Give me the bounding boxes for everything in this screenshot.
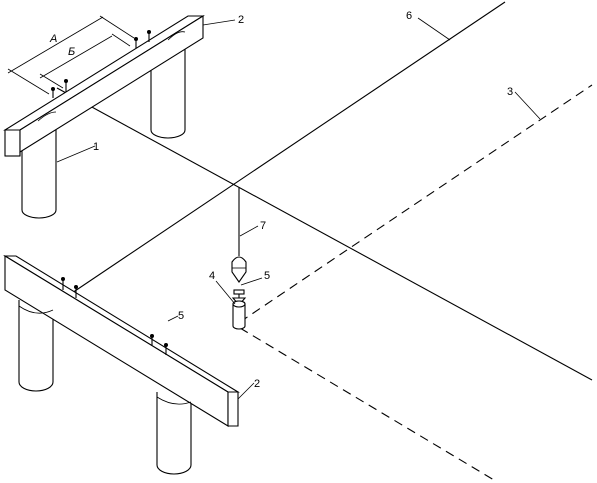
- label-dimension-a: А: [49, 33, 57, 45]
- lower-beam-nails: [61, 277, 168, 355]
- label-dashed-axis: 3: [507, 86, 513, 98]
- upper-beam-nails: [51, 30, 151, 98]
- label-dimension-b: Б: [68, 46, 75, 58]
- dashed-axis-upper: [239, 84, 593, 323]
- plumb-bob: [231, 256, 247, 283]
- upper-cap-beam: [3, 15, 205, 157]
- lower-cap-assembly: [3, 255, 240, 475]
- lower-pile-right: [156, 392, 192, 475]
- label-main-axis: 6: [406, 10, 412, 22]
- upper-cap-assembly: [3, 15, 205, 219]
- plumb-line-assembly: [231, 187, 247, 330]
- dashed-axis-lower: [239, 327, 495, 481]
- label-plumb-bob: 4: [209, 270, 215, 282]
- dimension-lines: [7, 15, 135, 95]
- label-plumb-line: 7: [260, 220, 266, 232]
- main-axis-line: [65, 1, 506, 298]
- label-cap-beam-top: 2: [238, 14, 244, 26]
- leader-lines: [56, 17, 541, 400]
- ground-stake: [232, 300, 246, 330]
- label-nail-bob: 5: [264, 270, 270, 282]
- label-nail-beam: 5: [178, 310, 184, 322]
- lower-pile-left: [18, 300, 54, 392]
- label-pile: 1: [93, 141, 99, 153]
- label-cap-beam-bottom: 2: [254, 378, 260, 390]
- transverse-axis-line: [56, 87, 593, 381]
